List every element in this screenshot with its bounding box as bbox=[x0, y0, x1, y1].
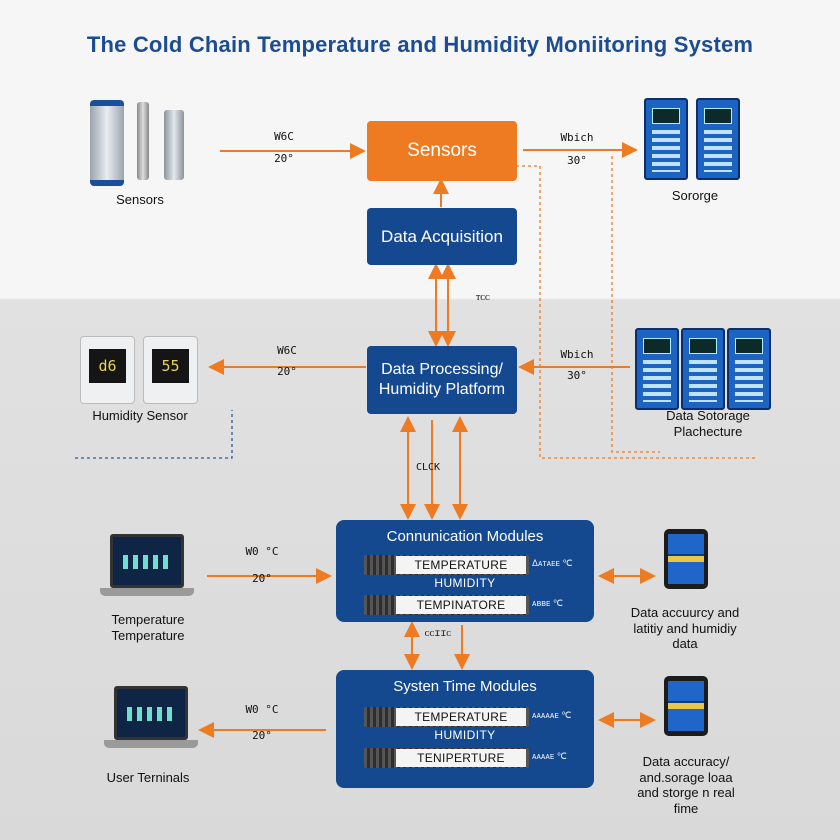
dashed-right-riser bbox=[611, 156, 660, 453]
humidity-display-icon: d6 bbox=[80, 336, 135, 404]
diagram-title: The Cold Chain Temperature and Humidity … bbox=[86, 32, 754, 57]
data-storage-device-icon bbox=[727, 328, 771, 410]
sys-strip-1: TEMPERATURE bbox=[396, 708, 526, 726]
accuracy-caption-2: Data accuracy/ and.sorage loaa and storg… bbox=[637, 754, 735, 816]
edge-label-4b: 30° bbox=[567, 369, 587, 382]
edge-label-5b: 20° bbox=[252, 572, 272, 585]
communication-modules-title: Connunication Modules bbox=[386, 528, 544, 545]
edge-label-6a: W0 °C bbox=[245, 703, 279, 716]
sensor-cylinder-icon bbox=[90, 100, 124, 186]
system-time-modules-title: Systen Time Modules bbox=[393, 678, 537, 695]
edge-label-v2: CLCK bbox=[415, 462, 441, 473]
laptop-icon bbox=[100, 534, 196, 598]
accuracy-caption-1: Data accuurcy and latitiy and humidiy da… bbox=[630, 605, 740, 652]
communication-modules-panel[interactable]: Connunication Modules TEMPERATURE Δᴀᴛᴀᴇᴇ… bbox=[336, 520, 594, 622]
comm-strip-2: TEMPINATORE bbox=[396, 596, 526, 614]
tablet-icon bbox=[664, 676, 708, 736]
sensors-node[interactable]: Sensors bbox=[367, 121, 517, 181]
laptop-icon bbox=[104, 686, 200, 750]
data-storage-device-icon bbox=[635, 328, 679, 410]
data-storage-caption: Data Sotorage Plachecture bbox=[666, 408, 750, 439]
sys-strip-2: TENIPERTURE bbox=[396, 749, 526, 767]
edge-label-1b: 20° bbox=[274, 152, 294, 165]
dashed-sensors-down bbox=[510, 165, 755, 459]
edge-label-2b: 30° bbox=[567, 154, 587, 167]
comm-side-2: ᴀʙʙᴇ ℃ bbox=[532, 598, 564, 608]
storage-device-icon bbox=[696, 98, 740, 180]
data-storage-device-icon bbox=[681, 328, 725, 410]
sys-side-2: ᴀᴀᴀᴀᴇ ℃ bbox=[532, 751, 567, 761]
sys-side-1: ᴀᴀᴀᴀᴀᴇ ℃ bbox=[532, 710, 572, 720]
edge-label-3b: 20° bbox=[277, 365, 297, 378]
data-acquisition-node[interactable]: Data Acquisition bbox=[367, 208, 517, 265]
sensor-probe-2-icon bbox=[164, 110, 184, 180]
tablet-icon bbox=[664, 529, 708, 589]
edge-label-v3: ᴄᴄɪɪᴄ bbox=[424, 628, 452, 639]
sys-mid-label: HUMIDITY bbox=[434, 728, 496, 742]
edge-label-1a: W6C bbox=[274, 130, 294, 143]
edge-label-3a: W6C bbox=[277, 344, 297, 357]
comm-mid-label: HUMIDITY bbox=[434, 576, 496, 590]
storage-device-icon bbox=[644, 98, 688, 180]
humidity-display-icon: 55 bbox=[143, 336, 198, 404]
edge-label-v1: ᴛᴄᴄ bbox=[476, 292, 490, 303]
sensor-probe-icon bbox=[137, 102, 149, 180]
edge-label-6b: 20° bbox=[252, 729, 272, 742]
system-time-modules-panel[interactable]: Systen Time Modules TEMPERATURE ᴀᴀᴀᴀᴀᴇ ℃… bbox=[336, 670, 594, 788]
temperature-terminal-caption: Temperature Temperature bbox=[111, 612, 185, 643]
dashed-left-rail bbox=[75, 410, 233, 459]
storage-caption: Sororge bbox=[671, 188, 719, 203]
sensors-caption: Sensors bbox=[116, 192, 164, 207]
comm-strip-1: TEMPERATURE bbox=[396, 556, 526, 574]
edge-label-2a: Wbich bbox=[560, 131, 594, 144]
comm-side-1: Δᴀᴛᴀᴇᴇ ℃ bbox=[532, 558, 573, 568]
humidity-sensor-caption: Humidity Sensor bbox=[92, 408, 188, 423]
edge-label-4a: Wbich bbox=[560, 348, 594, 361]
user-terminals-caption: User Terninals bbox=[106, 770, 190, 785]
edge-label-5a: W0 °C bbox=[245, 545, 279, 558]
data-processing-node[interactable]: Data Processing/ Humidity Platform bbox=[367, 346, 517, 414]
